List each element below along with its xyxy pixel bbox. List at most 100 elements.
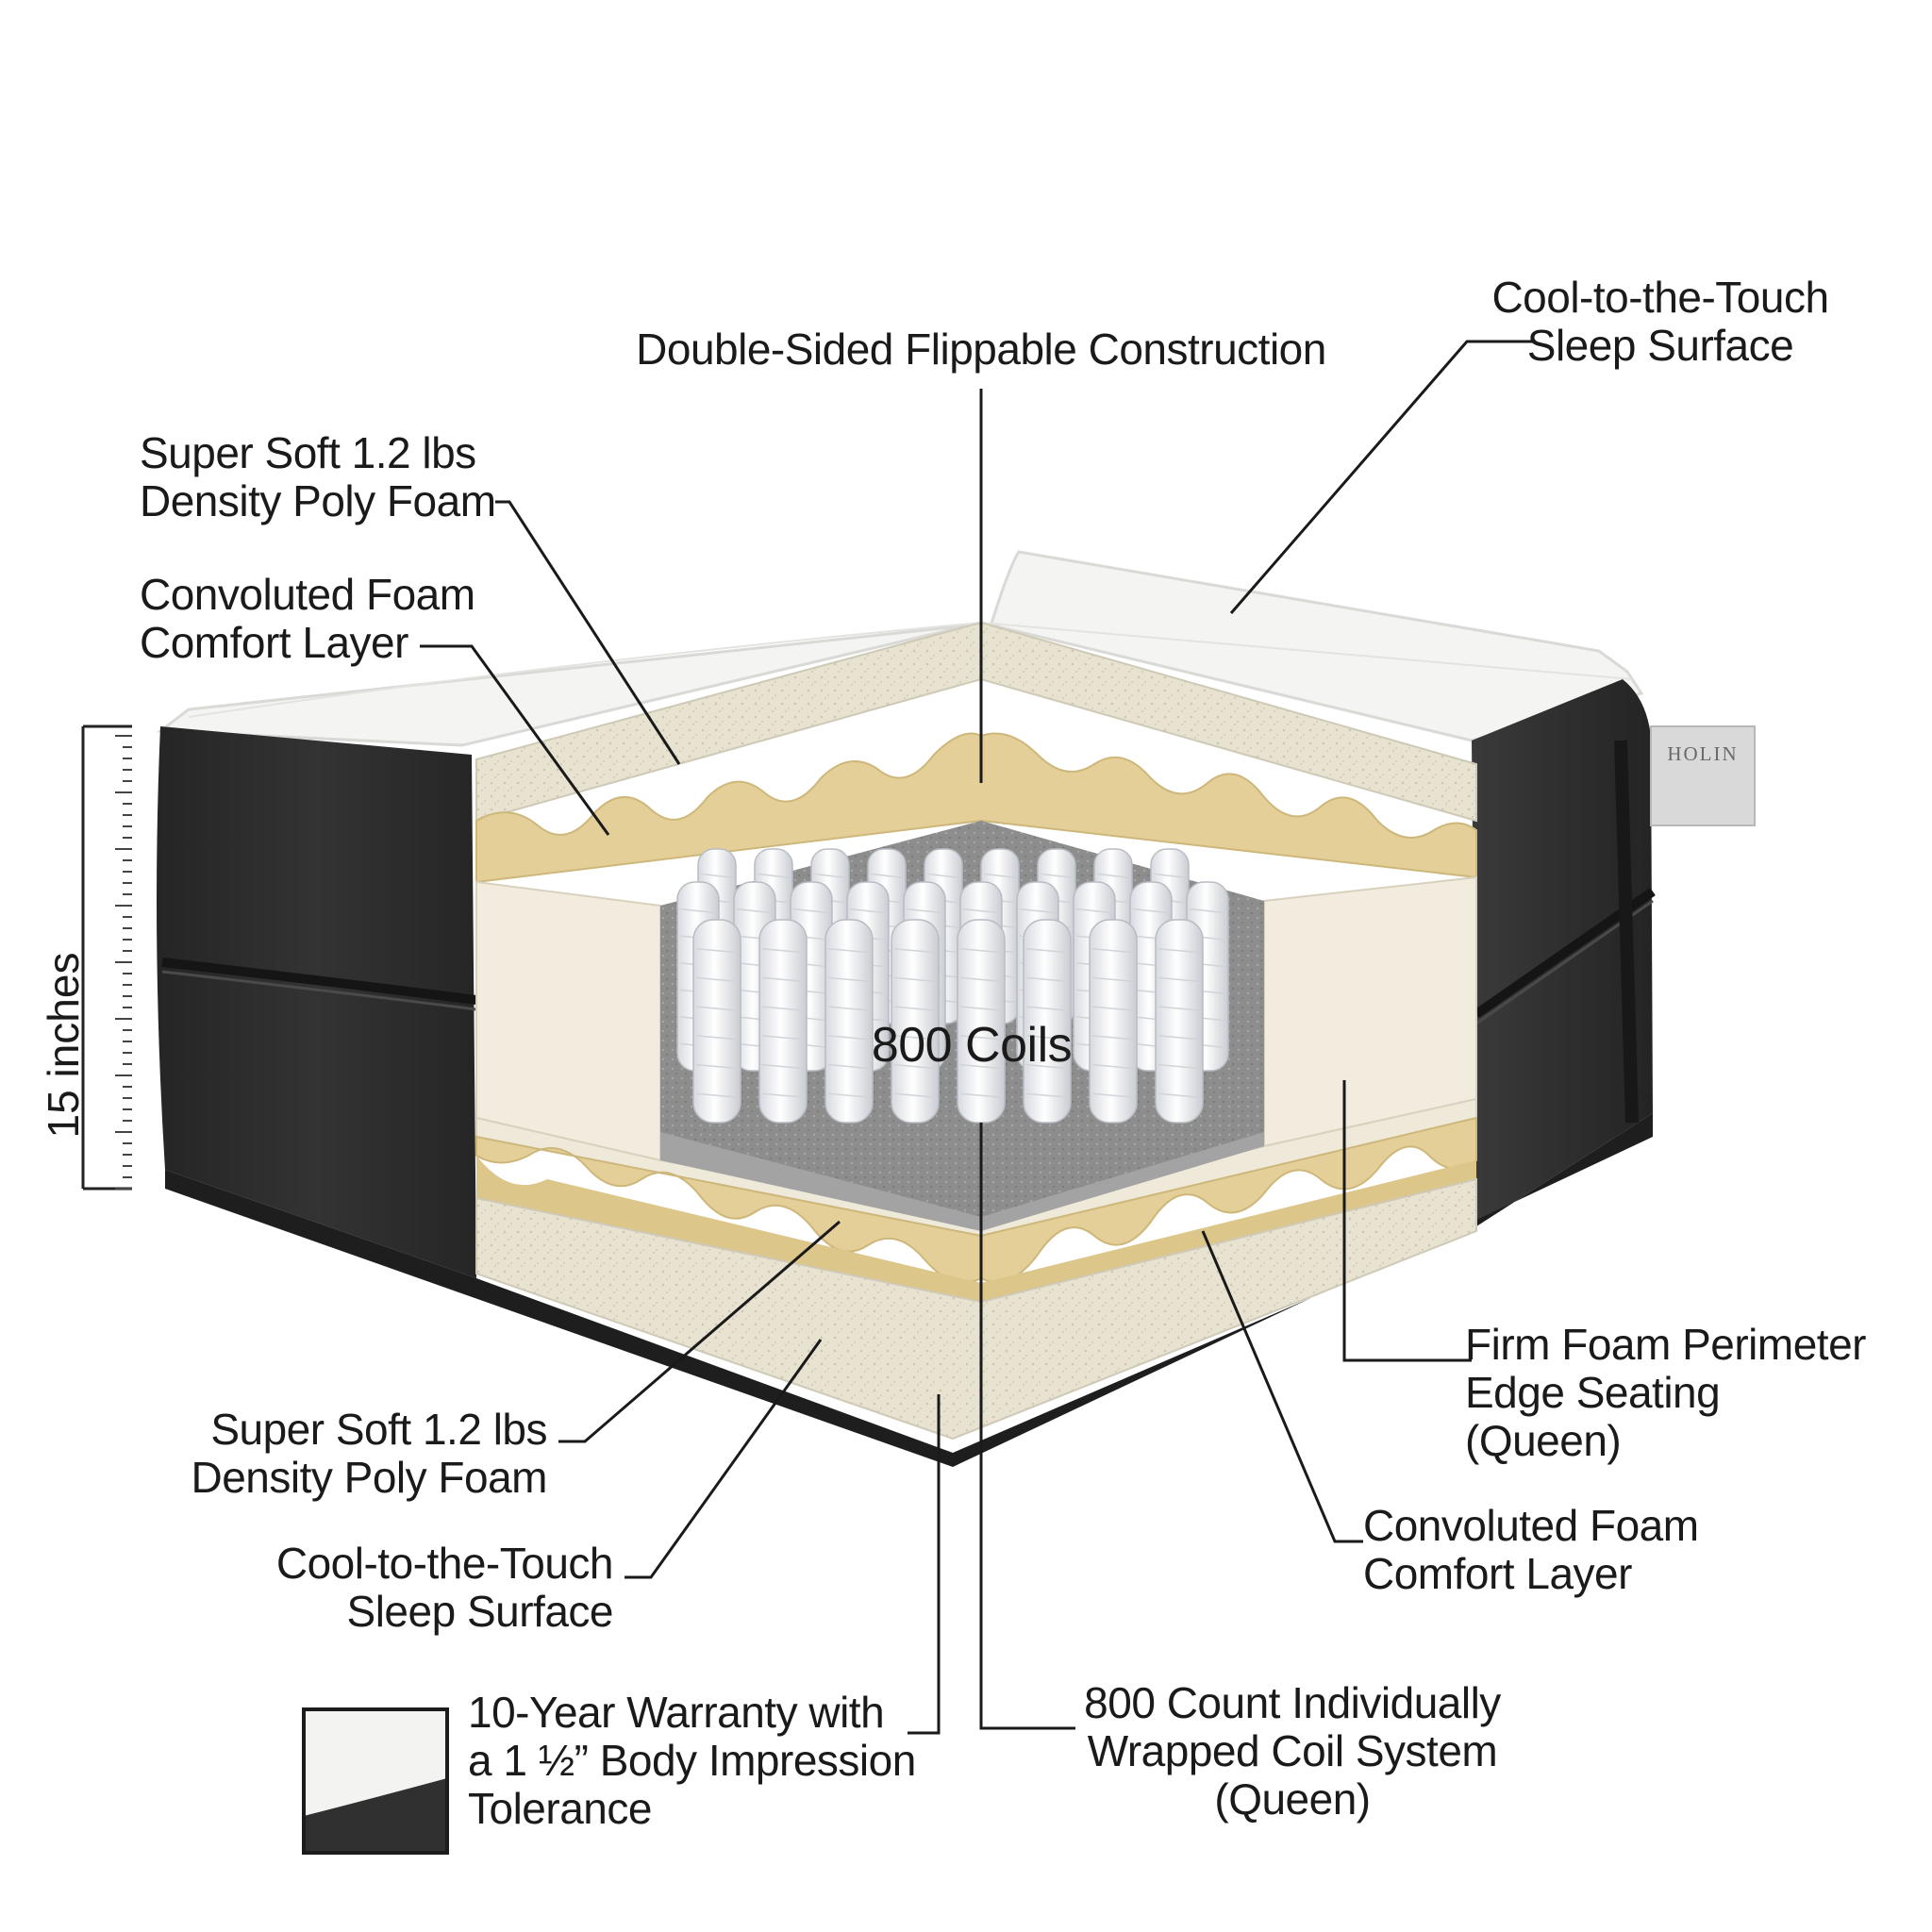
coil-wrap-line (1075, 908, 1113, 914)
coil (891, 919, 940, 1124)
coil-wrap-line (1091, 1092, 1135, 1099)
coil-wrap-line (761, 947, 805, 954)
coil-wrap-line (1091, 947, 1135, 954)
coil (1023, 919, 1072, 1124)
coil-wrap-line (1158, 947, 1201, 954)
label-warranty-line2: a 1 ½” Body Impression (468, 1736, 916, 1785)
leader-right-convoluted (1201, 1230, 1363, 1543)
coil-wrap-line (1025, 947, 1069, 954)
coil-wrap-line (761, 1092, 805, 1099)
coil-wrap-line (1040, 873, 1074, 879)
coils-center-label: 800 Coils (871, 1018, 1073, 1073)
label-perimeter-line2: Edge Seating (1465, 1368, 1721, 1417)
coil-wrap-line (1158, 1006, 1201, 1011)
coil-wrap-line (1158, 1063, 1201, 1070)
coil-wrap-line (959, 947, 1003, 954)
label-left-top-foam-line1: Super Soft 1.2 lbs (140, 428, 476, 477)
coil-wrap-line (1096, 873, 1130, 879)
coil-wrap-line (827, 1063, 871, 1070)
label-left-convoluted: Convoluted Foam Comfort Layer (140, 571, 475, 667)
label-coil-system-line3: (Queen) (1214, 1774, 1371, 1824)
label-perimeter: Firm Foam Perimeter Edge Seating (Queen) (1465, 1321, 1866, 1465)
coil-wrap-line (761, 1006, 805, 1011)
coil-wrap-line (893, 1035, 937, 1041)
bottom-convoluted-layer (475, 1116, 1477, 1284)
height-label: 15 inches (39, 952, 88, 1139)
coil-wrap-line (827, 1035, 871, 1041)
label-perimeter-line3: (Queen) (1465, 1416, 1622, 1465)
leader-left-convoluted (420, 644, 610, 836)
coil-wrap-line (827, 976, 871, 983)
label-warranty-line3: Tolerance (468, 1784, 652, 1833)
coil-wrap-line (959, 1092, 1003, 1099)
coil-wrap-line (736, 908, 774, 914)
coil-wrap-line (679, 908, 717, 914)
coil-wrap-line (761, 1035, 805, 1041)
coil-wrap-line (1091, 1035, 1135, 1041)
label-bottom-left-surface-line1: Cool-to-the-Touch (275, 1539, 614, 1588)
top-convoluted-layer (475, 732, 1477, 884)
coil-wrap-line (893, 976, 937, 983)
leader-top-surface (1229, 340, 1536, 614)
coil-wrap-line (870, 873, 904, 879)
label-bottom-left-surface-line2: Sleep Surface (346, 1587, 614, 1636)
coil (1089, 919, 1138, 1124)
coil-wrap-line (695, 1063, 739, 1070)
label-coil-system-line2: Wrapped Coil System (1087, 1726, 1498, 1775)
coil-wrap-line (813, 873, 847, 879)
coil (824, 919, 874, 1124)
coil-wrap-line (983, 873, 1017, 879)
coil-wrap-line (792, 908, 830, 914)
label-coil-system: 800 Count Individually Wrapped Coil Syst… (1066, 1679, 1519, 1824)
coil-wrap-line (962, 908, 1000, 914)
coil-wrap-line (893, 1006, 937, 1011)
coil-wrap-line (827, 1006, 871, 1011)
coil-wrap-line (1153, 873, 1187, 879)
label-double-sided-text: Double-Sided Flippable Construction (636, 325, 1326, 374)
label-top-surface-line1: Cool-to-the-Touch (1491, 273, 1829, 322)
coil-wrap-line (893, 947, 937, 954)
label-left-convoluted-line2: Comfort Layer (140, 618, 408, 667)
leader-bottom-left-surface (625, 1339, 823, 1579)
label-bottom-left-foam-line1: Super Soft 1.2 lbs (210, 1405, 547, 1454)
leader-warranty (908, 1394, 941, 1735)
coil-wrap-line (757, 873, 791, 879)
coil-wrap-line (827, 1092, 871, 1099)
coil-wrap-line (959, 1006, 1003, 1011)
brand-tag: HOLIN (1650, 725, 1756, 826)
coil-wrap-line (959, 1063, 1003, 1070)
label-double-sided: Double-Sided Flippable Construction (566, 325, 1396, 374)
coil-wrap-line (893, 1092, 937, 1099)
coil-wrap-line (695, 947, 739, 954)
firm-foam-left (475, 880, 661, 1162)
label-bottom-left-surface: Cool-to-the-Touch Sleep Surface (226, 1539, 614, 1636)
coil-wrap-line (695, 976, 739, 983)
label-left-convoluted-line1: Convoluted Foam (140, 570, 475, 619)
coil-wrap-line (1158, 1092, 1201, 1099)
leader-left-top-foam (495, 500, 681, 765)
coil-wrap-line (1158, 976, 1201, 983)
label-perimeter-line1: Firm Foam Perimeter (1465, 1320, 1866, 1369)
coil-wrap-line (906, 908, 943, 914)
label-warranty-line1: 10-Year Warranty with (468, 1688, 885, 1737)
leader-bottom-left-foam (558, 1220, 841, 1443)
leader-lines (420, 340, 1536, 1735)
coil-wrap-line (1091, 976, 1135, 983)
label-top-surface-line2: Sleep Surface (1526, 321, 1794, 370)
coil-wrap-line (1158, 1035, 1201, 1041)
coil-wrap-line (1091, 1063, 1135, 1070)
coil-wrap-line (893, 1063, 937, 1070)
coil-wrap-line (1132, 908, 1170, 914)
brand-text: HOLIN (1667, 742, 1738, 765)
coil-wrap-line (1025, 1006, 1069, 1011)
label-bottom-left-foam-line2: Density Poly Foam (191, 1453, 547, 1502)
left-side-panel (157, 726, 476, 1278)
ruler-icon (81, 724, 132, 1191)
coil-wrap-line (1025, 1063, 1069, 1070)
coil-wrap-line (695, 1035, 739, 1041)
label-left-top-foam: Super Soft 1.2 lbs Density Poly Foam (140, 429, 496, 525)
label-warranty: 10-Year Warranty with a 1 ½” Body Impres… (468, 1689, 916, 1833)
coil-array (676, 848, 1229, 1124)
